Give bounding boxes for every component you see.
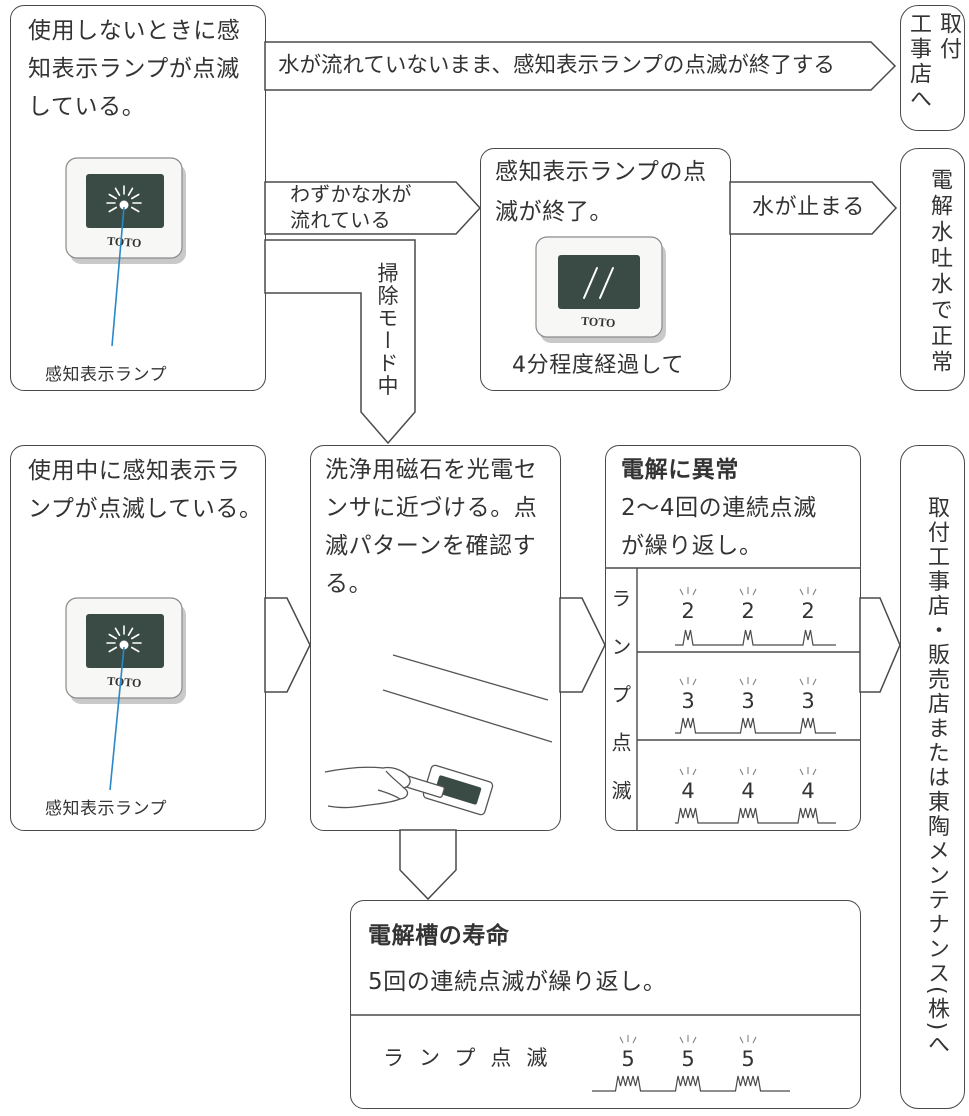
text-line: ンプが点滅している。 — [28, 496, 263, 522]
contact-service-text: 取付工事店・販売店または東陶メンテナンス(株)へ — [924, 496, 949, 1058]
text-line: 洗浄用磁石を光電セ — [325, 457, 538, 483]
arrow-to-cell-lifetime — [399, 829, 457, 901]
text-line: 知表示ランプが点滅 — [28, 56, 240, 82]
normal-outcome-text: 電解水吐水で正常 — [927, 168, 952, 376]
lamp-blink-row-label: ランプ点滅 — [383, 1046, 563, 1070]
cell-lifetime-title: 電解槽の寿命 — [368, 923, 510, 949]
arrow-no-water-end-label: 水が流れていないまま、感知表示ランプの点滅が終了する — [278, 53, 835, 78]
idle-blinking-text: 使用しないときに感 知表示ランプが点滅 している。 — [28, 12, 240, 126]
normal-outcome-box — [900, 148, 965, 391]
magnet-check-text: 洗浄用磁石を光電セ ンサに近づける。点 滅パターンを確認す る。 — [325, 451, 537, 603]
text-line: 5回の連続点滅が繰り返し。 — [368, 969, 667, 995]
arrow-to-service-outcome — [859, 597, 901, 693]
electrolysis-error-title: 電解に異常 — [621, 457, 739, 483]
arrow-little-water-label: わずかな水が 流れている — [290, 181, 412, 233]
blink-ended-text: 感知表示ランプの点 滅が終了。 — [495, 152, 707, 232]
cell-lifetime-box — [350, 900, 861, 1109]
service-outcome-box — [900, 445, 965, 1109]
in-use-blinking-text: 使用中に感知表示ラ ンプが点滅している。 — [28, 452, 263, 528]
text-line: 使用しないときに感 — [28, 18, 241, 44]
text-line: 感知表示ランプの点 — [495, 159, 707, 185]
text-line: 2〜4回の連続点滅 — [621, 495, 817, 521]
text-line: が繰り返し。 — [621, 533, 763, 559]
arrow-cleaning-mode-label: 掃除モード中 — [375, 262, 399, 397]
text-line: ンサに近づける。点 — [325, 495, 538, 521]
blink-ended-box — [480, 148, 731, 391]
arrow-to-electrolysis-error — [559, 597, 606, 693]
text-line: わずかな水が — [290, 182, 412, 206]
text-line: 取付 — [936, 12, 961, 62]
lamp-label: 感知表示ランプ — [45, 799, 167, 819]
electrolysis-error-text: 電解に異常 2〜4回の連続点滅 が繰り返し。 — [621, 451, 817, 565]
text-line: 滅が終了。 — [495, 199, 613, 225]
cell-lifetime-text: 電解槽の寿命 5回の連続点滅が繰り返し。 — [368, 913, 666, 1005]
installer-outcome-box — [900, 5, 965, 131]
contact-installer-text: 取付 工事店へ — [903, 12, 963, 128]
lamp-blink-column-label: ランプ点滅 — [608, 588, 632, 828]
elapsed-time-caption: 4分程度経過して — [512, 353, 685, 378]
text-line: している。 — [28, 94, 146, 120]
text-line: る。 — [325, 571, 373, 597]
arrow-to-magnet-check — [264, 597, 311, 693]
lamp-label: 感知表示ランプ — [45, 365, 167, 385]
text-line: 滅パターンを確認す — [325, 533, 537, 559]
text-line: 流れている — [290, 208, 391, 232]
text-line: 使用中に感知表示ラ — [28, 458, 241, 484]
text-line: 工事店へ — [906, 12, 931, 112]
arrow-water-stops-label: 水が止まる — [752, 195, 866, 220]
